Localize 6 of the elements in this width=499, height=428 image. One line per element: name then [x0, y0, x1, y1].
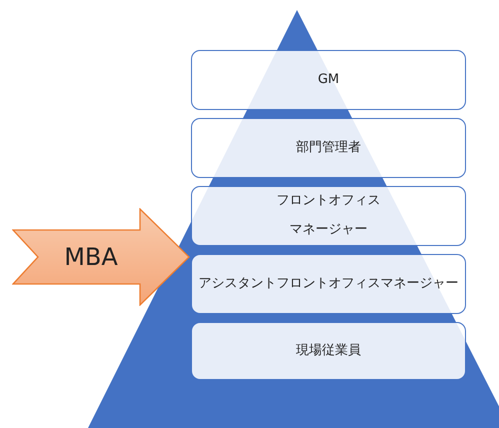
level-box: 部門管理者 [191, 118, 466, 178]
level-box: アシスタントフロントオフィスマネージャー [191, 254, 466, 314]
arrow-shape: MBA [12, 208, 190, 306]
level-box: フロントオフィスマネージャー [191, 186, 466, 246]
level-box: 現場従業員 [191, 322, 466, 380]
level-box: GM [191, 50, 466, 110]
